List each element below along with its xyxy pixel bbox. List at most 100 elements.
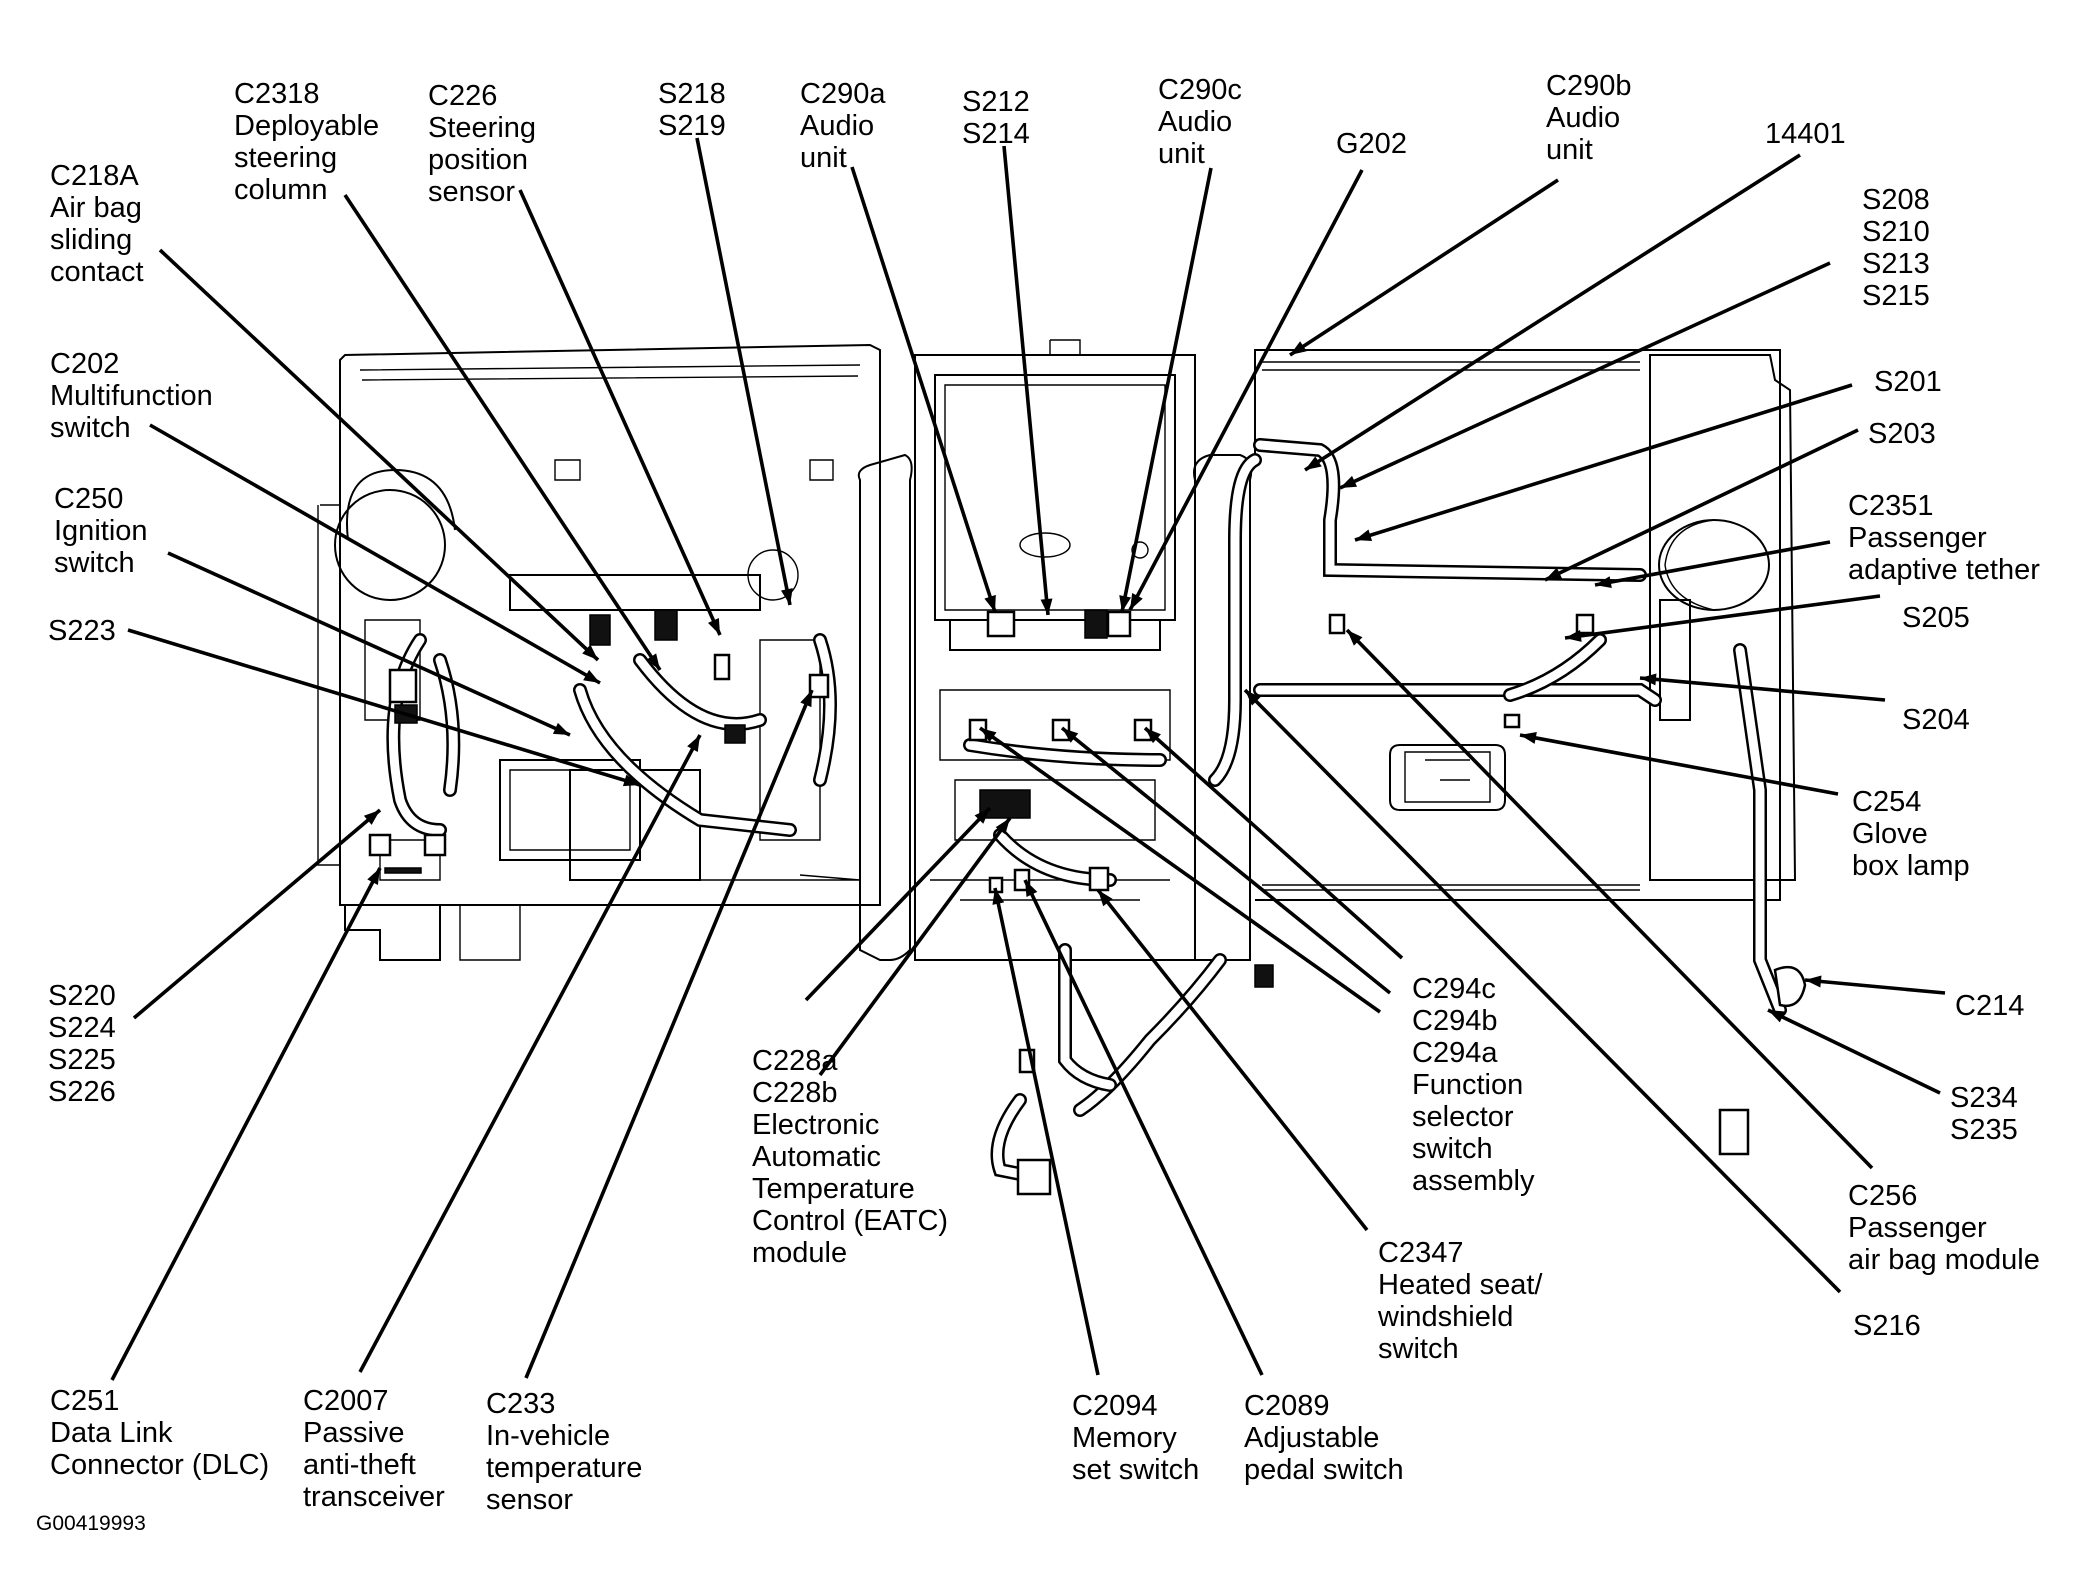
callout-line: Glove <box>1852 818 1928 850</box>
callout-line: C290b <box>1546 70 1632 102</box>
callout-line: Passenger <box>1848 522 1987 554</box>
callout-s203-leader <box>1544 428 1859 582</box>
callout-line: Electronic <box>752 1109 880 1141</box>
callout-line: S205 <box>1902 602 1970 634</box>
callout-line: Ignition <box>54 515 148 547</box>
callout-line: assembly <box>1412 1165 1535 1197</box>
callout-s220-leader <box>132 808 382 1020</box>
callout-line: S215 <box>1862 280 1930 312</box>
callout-c214: C214 <box>1955 990 2024 1022</box>
callout-c2318-arrowhead <box>646 653 660 670</box>
callout-line: S208 <box>1862 184 1930 216</box>
callout-g202-leader <box>1128 169 1364 611</box>
callout-c233-arrowhead <box>800 690 812 708</box>
callout-line: C2007 <box>303 1385 389 1417</box>
callout-line: C218A <box>50 160 139 192</box>
connectors <box>368 609 1807 1196</box>
callout-line: switch <box>54 547 135 579</box>
callout-line: S204 <box>1902 704 1970 736</box>
callout-line: S213 <box>1862 248 1930 280</box>
callout-line: module <box>752 1237 848 1269</box>
callout-c251-arrowhead <box>367 868 380 885</box>
callout-s208-arrowhead <box>1340 475 1358 488</box>
callout-c250-arrowhead <box>552 722 570 735</box>
callout-line: sensor <box>486 1484 574 1516</box>
callout-line: S203 <box>1868 418 1936 450</box>
callout-n14401-arrowhead <box>1305 456 1322 470</box>
callout-line: C233 <box>486 1388 556 1420</box>
callout-line: C290a <box>800 78 886 110</box>
callout-line: Audio <box>1158 106 1233 138</box>
figure-id: G00419993 <box>36 1512 146 1535</box>
callout-line: contact <box>50 256 144 288</box>
callout-c228-leader <box>804 806 992 1002</box>
callout-c233-leader <box>524 689 814 1379</box>
callout-c214-arrowhead <box>1805 975 1822 988</box>
callout-line: C2094 <box>1072 1390 1158 1422</box>
callout-s205: S205 <box>1902 602 1970 634</box>
callout-c294-arrowhead <box>980 728 997 743</box>
callout-c2351-leader <box>1594 540 1831 587</box>
callout-n14401-leader <box>1304 153 1801 472</box>
callout-line: C2351 <box>1848 490 1934 522</box>
callout-c2351-arrowhead <box>1595 576 1612 589</box>
callout-c254-leader <box>1519 733 1839 796</box>
callout-line: unit <box>800 142 847 174</box>
callout-line: Automatic <box>752 1141 881 1173</box>
callout-line: S216 <box>1853 1310 1921 1342</box>
callout-c290b-leader <box>1289 178 1559 357</box>
callout-line: Heated seat/ <box>1378 1269 1543 1301</box>
callout-line: G202 <box>1336 128 1407 160</box>
callout-c250-leader <box>167 551 571 737</box>
callout-s223: S223 <box>48 615 116 647</box>
callout-line: S201 <box>1874 366 1942 398</box>
callout-c2094-arrowhead <box>992 888 1005 905</box>
callout-c226-arrowhead <box>707 617 720 635</box>
callout-line: switch <box>50 412 131 444</box>
callout-line: S235 <box>1950 1114 2018 1146</box>
callout-line: C2089 <box>1244 1390 1330 1422</box>
callout-line: Passenger <box>1848 1212 1987 1244</box>
callout-line: adaptive tether <box>1848 554 2040 586</box>
callout-line: Connector (DLC) <box>50 1449 270 1481</box>
callout-line: S234 <box>1950 1082 2018 1114</box>
callout-s208-leader <box>1339 261 1831 490</box>
callout-14401: 14401 <box>1765 118 1846 150</box>
callout-s201-leader <box>1354 383 1853 542</box>
callout-line: position <box>428 144 528 176</box>
callout-line: Steering <box>428 112 537 144</box>
callout-line: box lamp <box>1852 850 1970 882</box>
callout-s204: S204 <box>1902 704 1970 736</box>
callout-line: column <box>234 174 328 206</box>
callout-s212-leader <box>1002 145 1050 616</box>
callout-g202-arrowhead <box>1130 593 1143 610</box>
callout-c226-leader <box>518 189 722 636</box>
callout-s205-leader <box>1564 594 1881 640</box>
callout-line: C294b <box>1412 1005 1498 1037</box>
callout-s234-leader <box>1767 1008 1941 1095</box>
callout-line: Function <box>1412 1069 1524 1101</box>
callout-c2089-arrowhead <box>1025 880 1038 898</box>
callout-c228-leader <box>818 816 1012 1077</box>
callout-line: C2318 <box>234 78 320 110</box>
callout-line: S210 <box>1862 216 1930 248</box>
callout-line: C256 <box>1848 1180 1918 1212</box>
callout-line: In-vehicle <box>486 1420 611 1452</box>
